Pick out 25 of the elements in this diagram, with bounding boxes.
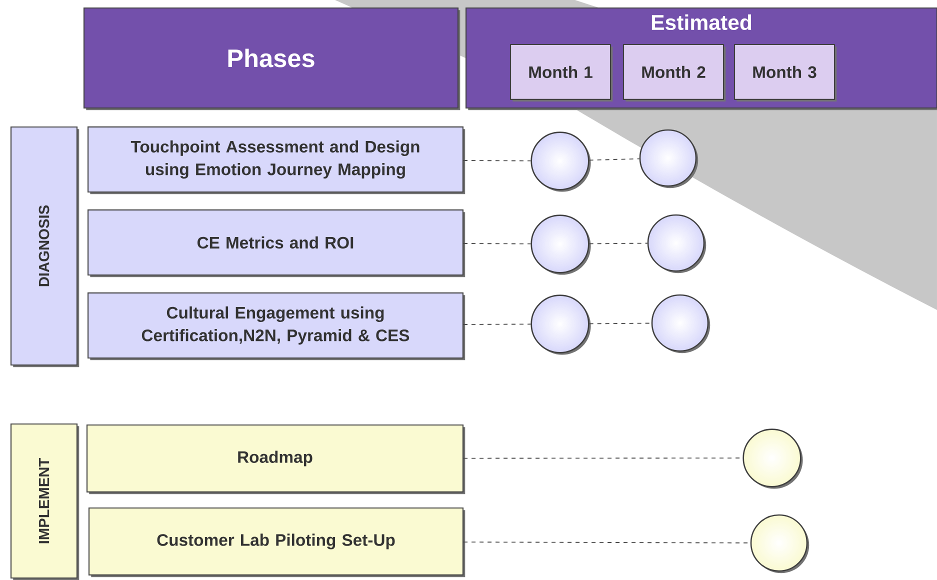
milestone-circle	[530, 132, 591, 192]
connector-line	[588, 242, 648, 244]
phase-box: Customer Lab Piloting Set-Up	[88, 508, 466, 578]
header-box: Phases	[83, 7, 460, 110]
phase-box: Cultural Engagement using Certification,N2N, Pyramid & CES	[88, 292, 466, 360]
stage-band: IMPLEMENT	[10, 423, 80, 580]
milestone-circle	[651, 294, 710, 354]
milestone-circle	[530, 294, 591, 355]
month-box: Month 2	[622, 44, 726, 102]
connector-line	[588, 322, 652, 324]
connector-line	[463, 324, 532, 325]
milestone-circle	[530, 214, 591, 275]
month-box: Month 1	[510, 44, 613, 102]
phase-box: Touchpoint Assessment and Design using Emotion Journey Mapping	[88, 126, 466, 194]
stage-band: DIAGNOSIS	[10, 126, 80, 368]
phase-box: CE Metrics and ROI	[88, 209, 466, 278]
month-box: Month 3	[734, 44, 837, 102]
connector-line	[463, 243, 532, 244]
milestone-circle	[647, 214, 706, 274]
connector-line	[588, 158, 640, 161]
phase-box: Roadmap	[86, 424, 466, 494]
connector-line	[463, 160, 532, 162]
milestone-circle	[742, 428, 803, 489]
milestone-circle	[750, 514, 810, 574]
milestone-circle	[639, 129, 698, 188]
